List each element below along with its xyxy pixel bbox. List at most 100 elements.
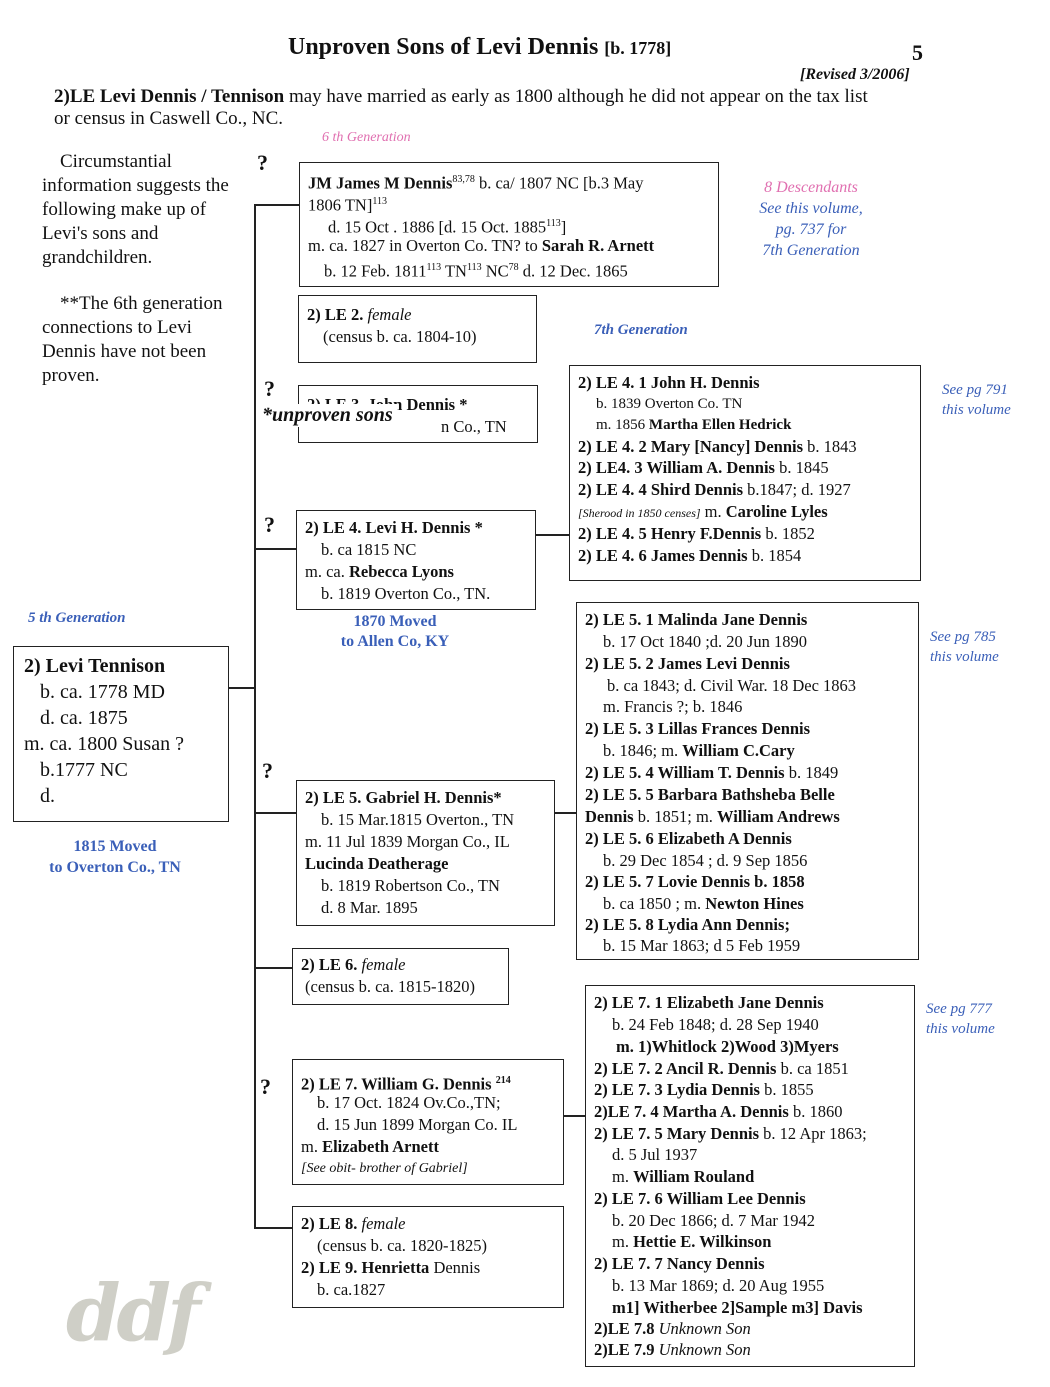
le7-birth: b. 17 Oct. 1824 Ov.Co.,TN; xyxy=(317,1093,501,1112)
james-line-2: 1806 TN]113 xyxy=(308,191,387,216)
child-name: 2) LE 4. 4 Shird Dennis xyxy=(578,480,744,499)
child-4-6: 2) LE 4. 6 James Dennis b. 1854 xyxy=(578,545,801,567)
child-spouse: William C.Cary xyxy=(682,741,795,760)
child-4-5: 2) LE 4. 5 Henry F.Dennis b. 1852 xyxy=(578,523,815,545)
generation-6-label: 6 th Generation xyxy=(322,130,411,145)
generation-7-label: 7th Generation xyxy=(594,322,688,338)
child-name: 2) LE4. 3 William A. Dennis xyxy=(578,458,775,477)
root-levi-tennison-box: 2) Levi Tennison b. ca. 1778 MD d. ca. 1… xyxy=(13,646,229,822)
le4-children-box: 2) LE 4. 1 John H. Dennis b. 1839 Overto… xyxy=(569,365,921,581)
child-birth: b. 12 Apr 1863; xyxy=(759,1124,867,1143)
intro-bold: 2)LE Levi Dennis / Tennison xyxy=(54,86,285,107)
le2-line-2: (census b. ca. 1804-10) xyxy=(323,327,477,346)
le8-label: 2) LE 8. xyxy=(301,1214,362,1233)
le6-connector xyxy=(254,967,292,969)
child-5-6: 2) LE 5. 6 Elizabeth A Dennis xyxy=(585,829,792,848)
le5-spouse-birth: b. 1819 Robertson Co., TN xyxy=(321,876,500,895)
child-4-4: 2) LE 4. 4 Shird Dennis b.1847; d. 1927 xyxy=(578,479,851,501)
question-mark: ? xyxy=(264,512,275,537)
trunk-line xyxy=(254,204,256,1228)
see-page-777: See pg 777 this volume xyxy=(926,999,995,1039)
child-birth: b. 1855 xyxy=(759,1080,814,1099)
le5-spouse: Lucinda Deatherage xyxy=(305,854,449,873)
child-5-2-dates: b. ca 1843; d. Civil War. 18 Dec 1863 xyxy=(607,676,857,695)
james-text: b. 12 Feb. 1811 xyxy=(324,261,427,281)
james-text: 1806 TN] xyxy=(308,195,373,215)
le4-birth: b. ca 1815 NC xyxy=(321,540,417,559)
root-death: d. ca. 1875 xyxy=(40,707,128,729)
le4-children-connector xyxy=(535,534,570,536)
le8-le9-box: 2) LE 8. female (census b. ca. 1820-1825… xyxy=(292,1206,564,1308)
child-5-2-marriage: m. Francis ?; b. 1846 xyxy=(603,697,743,716)
le5-spouse-death: d. 8 Mar. 1895 xyxy=(321,898,418,917)
child-5-7: 2) LE 5. 7 Lovie Dennis b. 1858 xyxy=(585,872,805,891)
question-mark: ? xyxy=(264,376,275,401)
le5-children-connector xyxy=(553,812,577,814)
unproven-sons-label: *unproven sons xyxy=(258,404,397,427)
child-name: 2) LE 4. 5 Henry F.Dennis xyxy=(578,524,762,543)
note-line: proven. xyxy=(42,365,100,386)
le9-name: 2) LE 9. Henrietta Dennis xyxy=(301,1257,480,1279)
descendants-note: 8 Descendants See this volume, pg. 737 f… xyxy=(736,177,886,261)
james-spouse: Sarah R. Arnett xyxy=(541,236,655,255)
descendants-line: 7th Generation xyxy=(762,242,860,259)
child-5-6-dates: b. 29 Dec 1854 ; d. 9 Sep 1856 xyxy=(603,851,808,870)
descendants-count: 8 Descendants xyxy=(764,179,858,196)
child-7-5: 2) LE 7. 5 Mary Dennis b. 12 Apr 1863; xyxy=(594,1123,867,1145)
note-line: following make up of xyxy=(42,199,207,220)
root-birth: b. ca. 1778 MD xyxy=(40,681,165,703)
revised-date: [Revised 3/2006] xyxy=(800,66,910,83)
child-7-2: 2) LE 7. 2 Ancil R. Dennis b. ca 1851 xyxy=(594,1058,849,1080)
child-birth: b. 1854 xyxy=(747,546,802,565)
le8-census: (census b. ca. 1820-1825) xyxy=(317,1236,487,1255)
le7-box: 2) LE 7. William G. Dennis 214 b. 17 Oct… xyxy=(292,1059,564,1185)
james-line-5: b. 12 Feb. 1811113 TN113 NC78 d. 12 Dec.… xyxy=(324,257,628,282)
le3-line-2: n Co., TN xyxy=(441,417,507,436)
child-7-8: 2)LE 7.8 Unknown Son xyxy=(594,1318,751,1340)
child-7-6: 2) LE 7. 6 William Lee Dennis xyxy=(594,1189,806,1208)
james-sup: 113 xyxy=(546,218,561,229)
child-7-9: 2)LE 7.9 Unknown Son xyxy=(594,1339,751,1361)
le4-name: 2) LE 4. Levi H. Dennis * xyxy=(305,518,483,537)
child-birth: b.1847; d. 1927 xyxy=(743,480,851,499)
james-sup: 113 xyxy=(426,262,442,273)
child-spouse: William Andrews xyxy=(717,807,840,826)
le7-obit-note: [See obit- brother of Gabriel] xyxy=(301,1161,468,1176)
circumstantial-note: Circumstantial information suggests the … xyxy=(42,150,229,270)
child-text: m. xyxy=(612,1167,634,1186)
child-name: 2) LE 7. 2 Ancil R. Dennis xyxy=(594,1059,777,1078)
child-5-7-dates: b. ca 1850 ; m. Newton Hines xyxy=(603,893,804,915)
child-name: 2)LE 7. 4 Martha A. Dennis xyxy=(594,1102,789,1121)
child-7-3: 2) LE 7. 3 Lydia Dennis b. 1855 xyxy=(594,1079,814,1101)
le9-label: 2) LE 9. Henrietta xyxy=(301,1258,430,1277)
child-4-2: 2) LE 4. 2 Mary [Nancy] Dennis b. 1843 xyxy=(578,436,857,458)
james-sup: 78 xyxy=(508,262,519,273)
see-page-791: See pg 791 this volume xyxy=(942,380,1011,420)
le7-spouse: Elizabeth Arnett xyxy=(322,1137,439,1156)
le4-box: 2) LE 4. Levi H. Dennis * b. ca 1815 NC … xyxy=(296,510,536,610)
child-5-5-dates: Dennis b. 1851; m. William Andrews xyxy=(585,806,840,828)
le9-birth: b. ca.1827 xyxy=(317,1280,386,1299)
le6-line-2: (census b. ca. 1815-1820) xyxy=(305,977,475,996)
root-marriage: m. ca. 1800 Susan ? xyxy=(24,731,184,757)
james-sup: 113 xyxy=(372,196,387,207)
le4-spouse-birth: b. 1819 Overton Co., TN. xyxy=(321,584,491,603)
child-5-1-dates: b. 17 Oct 1840 ;d. 20 Jun 1890 xyxy=(603,632,807,651)
moved-line: to Overton Co., TN xyxy=(49,859,181,876)
moved-line: to Allen Co, KY xyxy=(340,633,450,650)
james-sup: 113 xyxy=(466,262,482,273)
child-4-1-marriage: m. 1856 Martha Ellen Hedrick xyxy=(596,415,791,437)
child-text: m. xyxy=(612,1232,634,1251)
le7-children-connector xyxy=(563,1115,585,1117)
le5-name: 2) LE 5. Gabriel H. Dennis* xyxy=(305,788,502,807)
le5-children-box: 2) LE 5. 1 Malinda Jane Dennis b. 17 Oct… xyxy=(576,602,919,960)
child-birth: b. 1849 xyxy=(784,763,839,782)
le6-line-1: 2) LE 6. female xyxy=(301,954,406,976)
title-text: Unproven Sons of Levi Dennis xyxy=(288,34,599,60)
child-text: m. 1856 xyxy=(596,417,649,433)
le5-birth: b. 15 Mar.1815 Overton., TN xyxy=(321,810,515,829)
generation-5-label: 5 th Generation xyxy=(28,610,126,626)
child-7-7-dates: b. 13 Mar 1869; d. 20 Aug 1955 xyxy=(612,1276,825,1295)
see-page-785: See pg 785 this volume xyxy=(930,627,999,667)
le7-marriage: m. Elizabeth Arnett xyxy=(301,1136,439,1158)
